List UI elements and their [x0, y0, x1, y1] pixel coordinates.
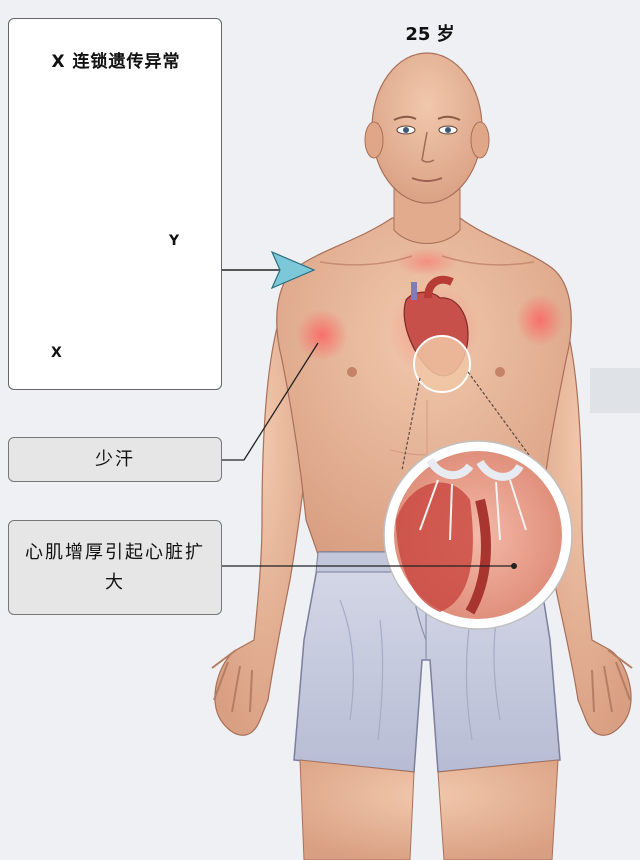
x-chromosome-label: X [51, 345, 62, 361]
right-hand [591, 649, 633, 713]
sweat-glow-left [296, 309, 348, 361]
sweat-glow-neck [397, 248, 457, 276]
x-linked-inset-panel: X 连锁遗传异常 X Y [8, 18, 222, 390]
arrow-head [270, 250, 316, 290]
sweating-label-box: 少汗 [8, 437, 222, 482]
left-ear [364, 121, 384, 159]
chordae [419, 479, 527, 541]
mouth [411, 177, 443, 182]
background-stripe [590, 368, 640, 413]
sweating-label: 少汗 [95, 448, 135, 470]
septum [465, 498, 491, 615]
left-iris [403, 127, 409, 133]
thickened-muscle [396, 482, 473, 612]
right-iris [445, 127, 451, 133]
valve-leaflets [426, 457, 524, 481]
sweat-glow-right [516, 294, 564, 346]
shorts-folds [339, 599, 501, 741]
legs [299, 759, 559, 860]
left-hand [211, 649, 253, 713]
heart-cross-section-lens [383, 440, 573, 630]
heart-magnify-source [413, 335, 471, 393]
left-arm [214, 283, 311, 736]
heart-label: 心肌增厚引起心脏扩大 [25, 541, 205, 593]
inset-title: X 连锁遗传异常 [51, 52, 181, 72]
eyebrows [393, 115, 461, 121]
age-label: 25 岁 [405, 24, 455, 45]
magnifier-line-left [401, 377, 421, 471]
heart-label-box: 心肌增厚引起心脏扩大 [8, 520, 222, 615]
aorta [424, 275, 454, 299]
sweating-leader-line [222, 342, 319, 461]
right-nipple [495, 367, 505, 377]
nose [421, 131, 435, 163]
left-nipple [347, 367, 357, 377]
magnifier-line-right [467, 371, 541, 471]
right-ear [470, 121, 490, 159]
male-figure [211, 52, 633, 860]
y-chromosome-label: Y [169, 233, 180, 249]
